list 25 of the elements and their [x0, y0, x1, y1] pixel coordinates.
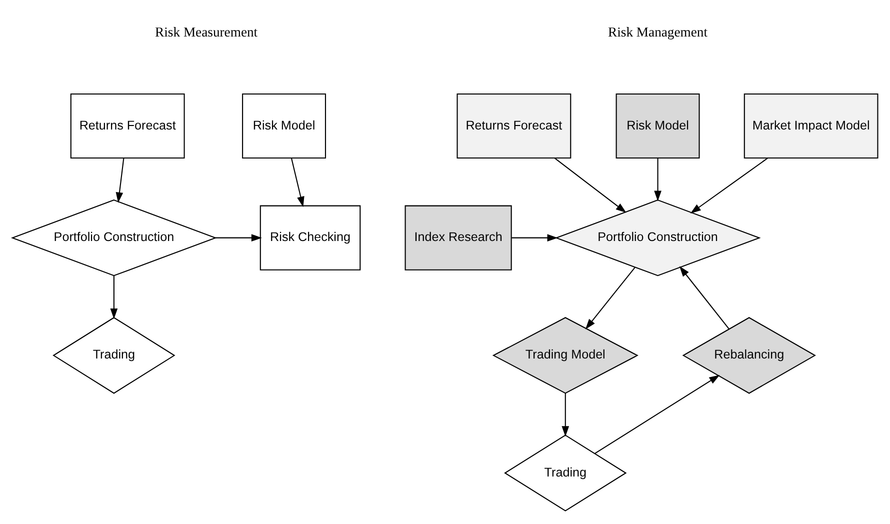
node-box: Market Impact Model [744, 92, 878, 158]
node-box: Returns Forecast [70, 92, 185, 158]
node-box: Risk Model [242, 92, 326, 158]
arrow [562, 392, 570, 436]
node-diamond: Trading [52, 316, 176, 394]
arrow [116, 158, 124, 202]
node-diamond: Trading [504, 434, 627, 511]
arrow [110, 275, 118, 319]
label: Risk Measurement [155, 24, 258, 40]
node-box: Index Research [404, 204, 512, 270]
arrow [654, 158, 662, 201]
label: Risk Management [608, 24, 708, 40]
node-box: Returns Forecast [456, 92, 572, 158]
arrow [554, 157, 626, 212]
arrow [216, 234, 262, 241]
arrow [585, 266, 636, 329]
arrow [690, 157, 768, 213]
arrow [594, 374, 720, 454]
node-diamond: Portfolio Construction [10, 198, 217, 276]
node-box: Risk Checking [260, 204, 361, 270]
arrow [512, 234, 558, 241]
arrow [290, 158, 304, 207]
arrow [679, 266, 730, 329]
node-box: Risk Model [616, 92, 700, 158]
node-diamond: Rebalancing [682, 316, 816, 394]
